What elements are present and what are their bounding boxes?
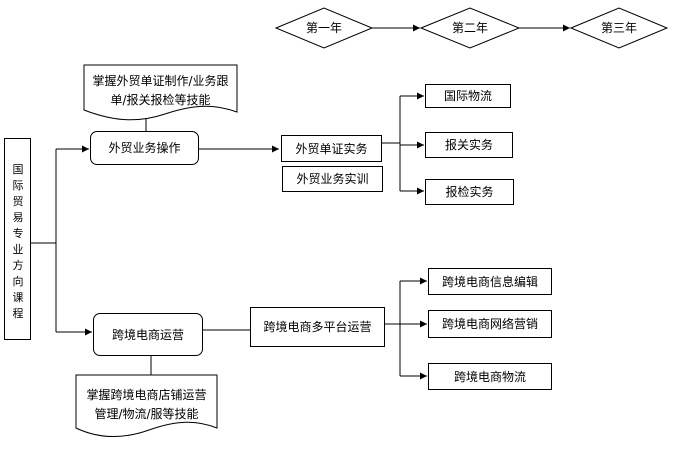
- year3-diamond: [569, 7, 669, 49]
- ecommerce-skills-line1: 掌握跨境电商店铺运营: [86, 388, 207, 402]
- trade-training-box: 外贸业务实训: [282, 166, 383, 192]
- outcome-network-marketing-box: 跨境电商网络营销: [428, 310, 552, 338]
- trade-operation-box: 外贸业务操作: [90, 131, 199, 165]
- docs-practice-box: 外贸单证实务: [281, 135, 382, 162]
- year1-label: 第一年: [305, 21, 342, 35]
- ecommerce-operation-box: 跨境电商运营: [93, 313, 203, 356]
- outcome-logistics-box: 国际物流: [425, 84, 511, 108]
- trade-skills-line1: 掌握外贸单证制作/业务跟: [92, 74, 229, 88]
- multi-platform-box: 跨境电商多平台运营: [250, 307, 385, 347]
- trade-skills-line2: 单/报关报检等技能: [110, 93, 211, 107]
- year2-label: 第二年: [451, 21, 488, 35]
- year3-label: 第三年: [600, 21, 637, 35]
- course-title-box: 国际贸易专业方向课程: [4, 138, 31, 340]
- ecommerce-skills-text: 掌握跨境电商店铺运营 管理/物流/服等技能: [76, 386, 217, 424]
- ecommerce-skills-document-shape: [75, 374, 218, 438]
- course-title-text: 国际贸易专业方向课程: [12, 163, 24, 320]
- trade-skills-text: 掌握外贸单证制作/业务跟 单/报关报检等技能: [84, 72, 237, 110]
- outcome-customs-box: 报关实务: [425, 132, 513, 158]
- outcome-info-editing-box: 跨境电商信息编辑: [428, 268, 552, 295]
- ecommerce-skills-line2: 管理/物流/服等技能: [94, 407, 199, 421]
- outcome-ecommerce-logistics-box: 跨境电商物流: [428, 363, 552, 390]
- outcome-inspection-box: 报检实务: [425, 179, 514, 205]
- trade-skills-document-shape: [83, 64, 238, 121]
